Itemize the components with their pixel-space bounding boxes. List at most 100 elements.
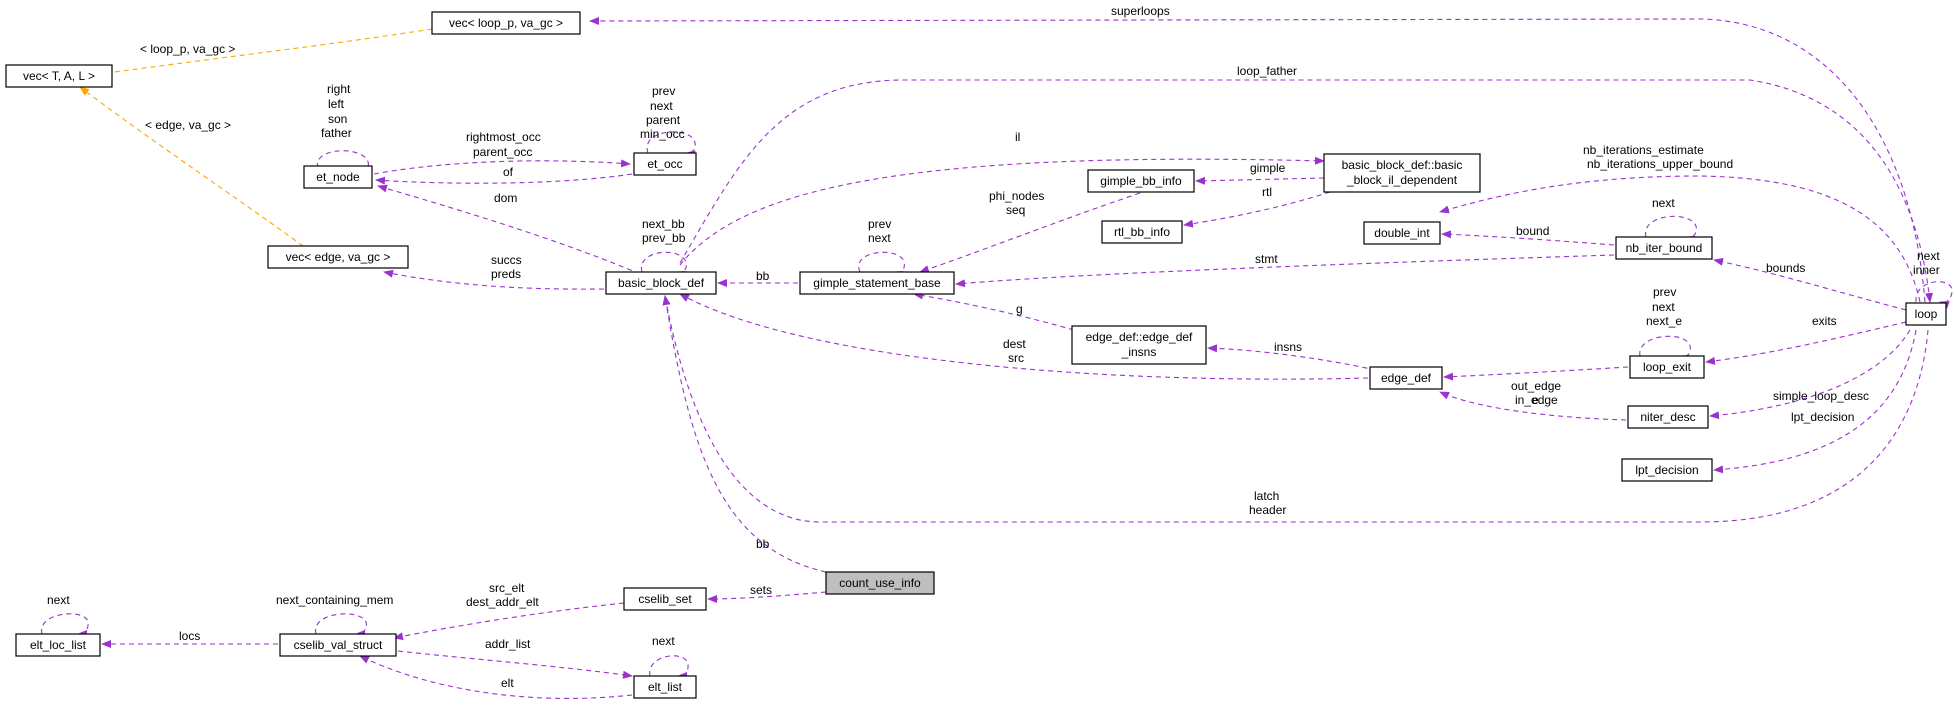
label-in-edge: in_edge [1515, 393, 1558, 407]
label-seq: seq [1006, 203, 1025, 217]
node-label-line2: _insns [1121, 345, 1157, 359]
label-et-occ-self-0: prev [652, 84, 675, 98]
node-label-line1: basic_block_def::basic [1342, 158, 1463, 172]
edge-addr-list [397, 650, 633, 679]
label-locs: locs [179, 629, 200, 643]
edge-loop-exit-self [1639, 335, 1691, 363]
node-vec-loop-p[interactable]: vec< loop_p, va_gc > [431, 11, 581, 35]
label-src-elt: src_elt [489, 581, 525, 595]
label-loop-exit-next: next [1652, 300, 1675, 314]
node-label: basic_block_def [618, 276, 705, 290]
node-label: loop_exit [1643, 360, 1692, 374]
edge-gsb-self [858, 251, 905, 279]
label-insns: insns [1274, 340, 1302, 354]
edge-phi-nodes-seq [919, 192, 1141, 273]
node-elt-loc-list[interactable]: elt_loc_list [15, 633, 101, 657]
edge-lpt-decision [1713, 329, 1917, 474]
node-label: vec< edge, va_gc > [286, 250, 391, 264]
edge-et-occ-self [646, 131, 696, 159]
label-exits: exits [1812, 314, 1837, 328]
label-elt-list-next: next [652, 634, 675, 648]
label-loop-father: loop_father [1237, 64, 1297, 78]
node-count-use-info[interactable]: count_use_info [825, 571, 935, 595]
node-elt-list[interactable]: elt_list [633, 675, 697, 699]
node-basic-block-def[interactable]: basic_block_def [605, 271, 717, 295]
node-label: vec< loop_p, va_gc > [449, 16, 563, 30]
node-edge-def[interactable]: edge_def [1369, 366, 1443, 390]
edge-dom [377, 184, 641, 275]
edges [41, 16, 1953, 699]
node-nb-iter-bound[interactable]: nb_iter_bound [1615, 236, 1713, 260]
label-ell-next: next [47, 593, 70, 607]
node-label: et_occ [647, 157, 682, 171]
label-loop-exit-prev: prev [1653, 285, 1676, 299]
node-double-int[interactable]: double_int [1363, 221, 1441, 245]
label-et-node-self-1: left [328, 97, 345, 111]
node-vec-edge[interactable]: vec< edge, va_gc > [267, 245, 409, 269]
node-vec-tal[interactable]: vec< T, A, L > [5, 64, 113, 88]
label-e: e [1532, 393, 1539, 407]
label-bb-count-use: bb [756, 537, 770, 551]
label-header: header [1249, 503, 1286, 517]
node-rtl-bb-info[interactable]: rtl_bb_info [1101, 220, 1183, 244]
edge-il [679, 156, 1325, 266]
label-rightmost-occ: rightmost_occ [466, 130, 541, 144]
node-label-line2: _block_il_dependent [1346, 173, 1458, 187]
edge-dest-src [679, 293, 1369, 380]
edge-elt [359, 655, 633, 699]
edge-latch-header [662, 295, 1929, 523]
node-lpt-decision[interactable]: lpt_decision [1621, 458, 1713, 482]
edge-insns [1207, 344, 1377, 371]
node-loop-exit[interactable]: loop_exit [1629, 355, 1705, 379]
label-src: src [1008, 351, 1024, 365]
edge-of [375, 173, 633, 185]
label-il: il [1015, 130, 1020, 144]
edge-elt-list-self [649, 655, 689, 680]
label-dom: dom [494, 191, 517, 205]
node-label: gimple_bb_info [1100, 174, 1182, 188]
label-bb: bb [756, 269, 770, 283]
label-out-edge: out_edge [1511, 379, 1561, 393]
node-label: niter_desc [1640, 410, 1695, 424]
node-niter-desc[interactable]: niter_desc [1627, 405, 1709, 429]
node-gimple-bb-info[interactable]: gimple_bb_info [1087, 169, 1195, 193]
edge-rtl [1183, 191, 1331, 228]
node-cselib-val-struct[interactable]: cselib_val_struct [279, 633, 397, 657]
edge-src-dest-elt [393, 602, 625, 641]
label-preds: preds [491, 267, 521, 281]
node-label: edge_def [1381, 371, 1432, 385]
node-loop[interactable]: loop [1905, 302, 1947, 326]
label-edge-va-gc: < edge, va_gc > [145, 118, 231, 132]
edge-gimple [1195, 176, 1325, 185]
edge-simple-loop-desc [1709, 329, 1911, 420]
edge-bb-count-use [662, 295, 827, 573]
label-gsb-next: next [868, 231, 891, 245]
node-basic-block-il-dependent[interactable]: basic_block_def::basic _block_il_depende… [1323, 153, 1481, 193]
label-lpt-decision: lpt_decision [1791, 410, 1854, 424]
node-edge-def-insns[interactable]: edge_def::edge_def _insns [1071, 325, 1207, 365]
edge-nb-iterations [1439, 175, 1921, 303]
node-label: rtl_bb_info [1114, 225, 1170, 239]
node-gimple-statement-base[interactable]: gimple_statement_base [799, 271, 955, 295]
label-nb-iterations-estimate: nb_iterations_estimate [1583, 143, 1704, 157]
label-loop-next: next [1917, 249, 1940, 263]
label-sets: sets [750, 583, 772, 597]
label-rtl: rtl [1262, 185, 1272, 199]
edge-loop-self [1915, 281, 1953, 309]
label-latch: latch [1254, 489, 1279, 503]
edge-vec-edge-to-vec-tal [79, 86, 304, 247]
node-label: loop [1915, 307, 1938, 321]
edge-exits [1705, 321, 1907, 365]
edge-ell-self [41, 613, 89, 638]
label-dest: dest [1003, 337, 1026, 351]
label-dest-addr-elt: dest_addr_elt [466, 595, 539, 609]
label-et-node-self-0: right [327, 82, 351, 96]
edge-bb-self [641, 251, 687, 279]
label-loop-p-va-gc: < loop_p, va_gc > [140, 42, 235, 56]
node-et-node[interactable]: et_node [303, 165, 373, 189]
edge-nib-self [1645, 215, 1697, 244]
node-cselib-set[interactable]: cselib_set [623, 587, 707, 611]
edge-bounds [1713, 257, 1907, 311]
node-et-occ[interactable]: et_occ [633, 152, 697, 176]
edge-bound [1441, 230, 1615, 246]
